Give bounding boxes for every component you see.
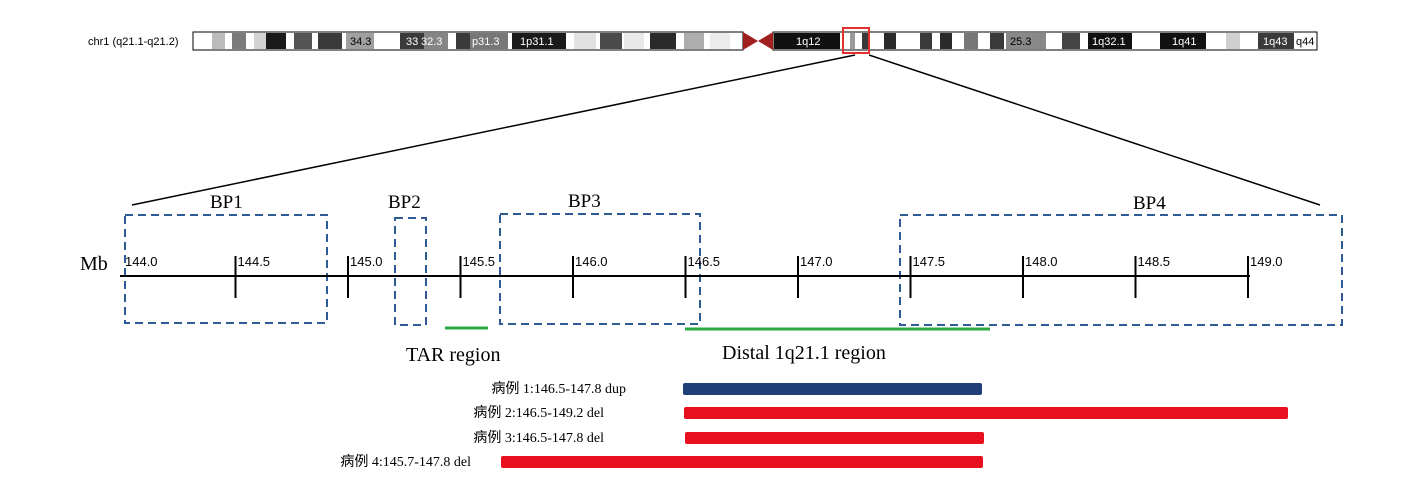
tar-region-label: TAR region [406,344,501,366]
axis-tick-label: 148.0 [1025,254,1058,269]
axis-tick-label: 147.0 [800,254,833,269]
centromere-p [743,32,758,50]
bp1-label: BP1 [210,192,243,213]
case-label: 病例 3:146.5-147.8 del [473,430,604,446]
case-label: 病例 1:146.5-147.8 dup [491,381,626,397]
axis-tick-label: 149.0 [1250,254,1283,269]
band-label: 1q32.1 [1092,36,1126,48]
bp2-label: BP2 [388,192,421,213]
band-label: 25.3 [1010,36,1031,48]
case-bar-del [501,456,983,468]
bp2-box [394,217,427,326]
bp1-box [124,214,328,324]
chromosome-label: chr1 (q21.1-q21.2) [88,36,179,48]
axis-tick-label: 145.0 [350,254,383,269]
axis-ticks: 144.0 144.5 145.0 145.5 146.0 146.5 147.0 147.5… [125,254,1283,298]
chromosome-ideogram: chr1 (q21.1-q21.2) [88,27,1318,54]
band-label: 33 [406,36,418,48]
axis-tick-label: 146.0 [575,254,608,269]
case-bar-del [684,407,1288,419]
case-label: 病例 4:145.7-147.8 del [340,454,471,470]
case-list: 病例 1:146.5-147.8 dup 病例 2:146.5-149.2 del… [340,381,1288,470]
bp3-box [499,213,701,325]
axis-tick-label: 147.5 [913,254,946,269]
axis-tick-label: 148.5 [1138,254,1171,269]
band-label: 1p31.1 [520,36,554,48]
distal-region-label: Distal 1q21.1 region [722,342,886,364]
band-label: 1q12 [796,36,820,48]
axis-tick-label: 144.0 [125,254,158,269]
bp4-box [899,214,1343,326]
axis-unit-label: Mb [80,253,108,275]
band-label: q44 [1296,36,1314,48]
bp3-label: BP3 [568,191,601,212]
centromere-q [758,32,773,50]
zoom-line-left [131,54,856,206]
axis-tick-label: 146.5 [688,254,721,269]
axis-tick-label: 144.5 [238,254,271,269]
band-label: 32.3 [421,36,442,48]
zoom-line-right [868,54,1321,206]
axis-tick-label: 145.5 [463,254,496,269]
band-label: p31.3 [472,36,500,48]
band-label: 34.3 [350,36,371,48]
band-label: 1q41 [1172,36,1196,48]
highlight-box [842,27,870,54]
band-label: 1q43 [1263,36,1287,48]
breakpoint-boxes [124,213,1343,326]
bp4-label: BP4 [1133,193,1166,214]
case-label: 病例 2:146.5-149.2 del [473,405,604,421]
case-bar-del [685,432,984,444]
case-bar-dup [683,383,982,395]
